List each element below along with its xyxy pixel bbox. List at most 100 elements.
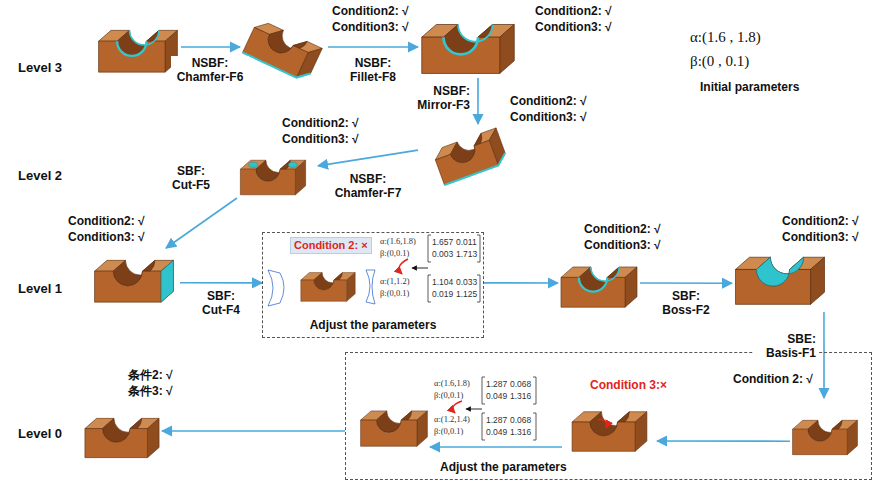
part-model <box>735 257 824 304</box>
condition-text: Condition3: √ <box>535 20 612 35</box>
sheet-outline <box>366 270 375 304</box>
matrix-cell: 0.049 <box>486 391 507 402</box>
step-label: NSBF: Fillet-F8 <box>339 56 407 84</box>
part-model <box>85 418 159 457</box>
level-label: Level 1 <box>18 281 62 297</box>
parameter-range: α:(1.6,1.8) <box>380 236 416 247</box>
condition-text: Condition2: √ <box>332 4 409 19</box>
parameter-range: α:(1,1.2) <box>380 276 409 287</box>
level-label: Level 3 <box>18 60 62 76</box>
adjust-box: Condition 2: √ Condition 3:× Adjust the pa… <box>345 352 872 480</box>
parameter-range: β:(0,0.1) <box>380 288 409 299</box>
part-model <box>572 412 647 452</box>
flow-arrow <box>484 282 558 284</box>
parameter-range: β:(0,0.1) <box>434 426 463 437</box>
level-label: Level 2 <box>18 168 62 184</box>
assign-arrow <box>466 409 482 410</box>
condition-text: Condition2: √ <box>535 4 612 19</box>
condition-text: 条件2: √ <box>128 368 173 383</box>
condition-text: Condition 2: × <box>290 237 372 254</box>
flow-arrow <box>166 198 237 248</box>
condition-text: Condition3: √ <box>282 132 359 147</box>
condition-text: 条件3: √ <box>128 384 173 399</box>
condition-text: Condition 2: √ <box>733 372 813 387</box>
level-label: Level 0 <box>18 426 62 442</box>
matrix-cell: 1.316 <box>510 427 531 438</box>
matrix-cell: 0.068 <box>510 415 531 426</box>
matrix-cell: 0.068 <box>510 379 531 390</box>
condition-text: Condition3: √ <box>510 110 587 125</box>
adjust-arrow <box>399 259 408 274</box>
part-model <box>99 30 178 72</box>
flow-arrow <box>477 78 479 124</box>
condition-text: Condition3: √ <box>332 20 409 35</box>
matrix-cell: 0.019 <box>432 289 453 300</box>
condition-text: Condition3: √ <box>782 230 859 245</box>
part-model <box>95 18 181 76</box>
step-label: NSBF: Chamfer-F6 <box>171 56 249 84</box>
part-model <box>301 273 355 302</box>
parameter-range: β:(0,0.1) <box>380 248 409 259</box>
parameter-range: α:(1.6,1.8) <box>434 378 470 389</box>
parameter-range: α:(1.2,1.4) <box>434 414 470 425</box>
box-heading: Adjust the parameters <box>440 460 567 475</box>
step-label: SBE: Basis-F1 <box>754 332 818 360</box>
part-model <box>561 267 637 307</box>
part-model: Condition 3:× <box>562 400 657 455</box>
parameter-range: β:(0 , 0.1) <box>690 52 749 70</box>
flow-arrow <box>180 282 262 284</box>
condition-text: Condition2: √ <box>584 222 661 237</box>
flow-arrow <box>181 46 240 48</box>
part-model <box>432 128 508 185</box>
part-model <box>243 19 323 83</box>
part-model <box>361 411 428 446</box>
part-model: 条件2: √条件3: √ <box>82 398 162 470</box>
condition-text: Condition2: √ <box>782 214 859 229</box>
part-model: Condition 2: √ <box>790 398 860 470</box>
sheet-outline <box>268 270 284 306</box>
condition-text: Condition3: √ <box>68 230 145 245</box>
part-model <box>358 392 430 458</box>
step-label: NSBF: Chamfer-F7 <box>329 172 407 200</box>
parameter-range: β:(0,0.1) <box>434 390 463 401</box>
condition-text: Condition2: √ <box>68 214 145 229</box>
flow-arrow <box>318 150 418 166</box>
flow-arrow <box>657 440 790 442</box>
matrix-cell: 0.049 <box>486 427 507 438</box>
flow-arrow <box>430 446 562 448</box>
part-model: Condition2: √Condition3: √ <box>558 248 640 318</box>
condition-text: Condition2: √ <box>510 94 587 109</box>
matrix-cell: 0.003 <box>432 249 453 260</box>
part-model: Condition2: √Condition3: √ <box>88 248 180 306</box>
step-label: SBF: Cut-F4 <box>195 289 247 317</box>
condition-text: Condition 3:× <box>590 378 667 393</box>
matrix-bracket <box>428 275 480 302</box>
matrix-cell: 0.033 <box>456 277 477 288</box>
condition-text: Condition3: √ <box>584 238 661 253</box>
flow-arrow <box>640 282 732 284</box>
matrix-cell: 1.287 <box>486 415 507 426</box>
part-model <box>793 420 858 454</box>
matrix-bracket <box>482 413 536 440</box>
part-model: Condition 2: × <box>292 264 364 304</box>
part-model <box>422 25 514 74</box>
matrix-cell: 1.316 <box>510 391 531 402</box>
assign-arrow <box>412 268 428 269</box>
parameter-range: α:(1.6 , 1.8) <box>690 28 761 46</box>
matrix-cell: 1.287 <box>486 379 507 390</box>
part-model: Condition2: √Condition3: √ <box>228 150 318 198</box>
matrix-cell: 1.657 <box>432 237 453 248</box>
part-model <box>240 160 305 195</box>
box-heading: Adjust the parameters <box>310 318 437 333</box>
adjust-arrow <box>453 401 462 413</box>
matrix-cell: 0.011 <box>456 237 477 248</box>
flow-arrow <box>162 430 345 432</box>
part-model <box>95 260 174 302</box>
step-label: NSBF: Mirror-F3 <box>402 84 472 112</box>
matrix-cell: 1.125 <box>456 289 477 300</box>
matrix-bracket <box>428 235 480 262</box>
matrix-cell: 1.713 <box>456 249 477 260</box>
error-mark <box>598 419 607 428</box>
